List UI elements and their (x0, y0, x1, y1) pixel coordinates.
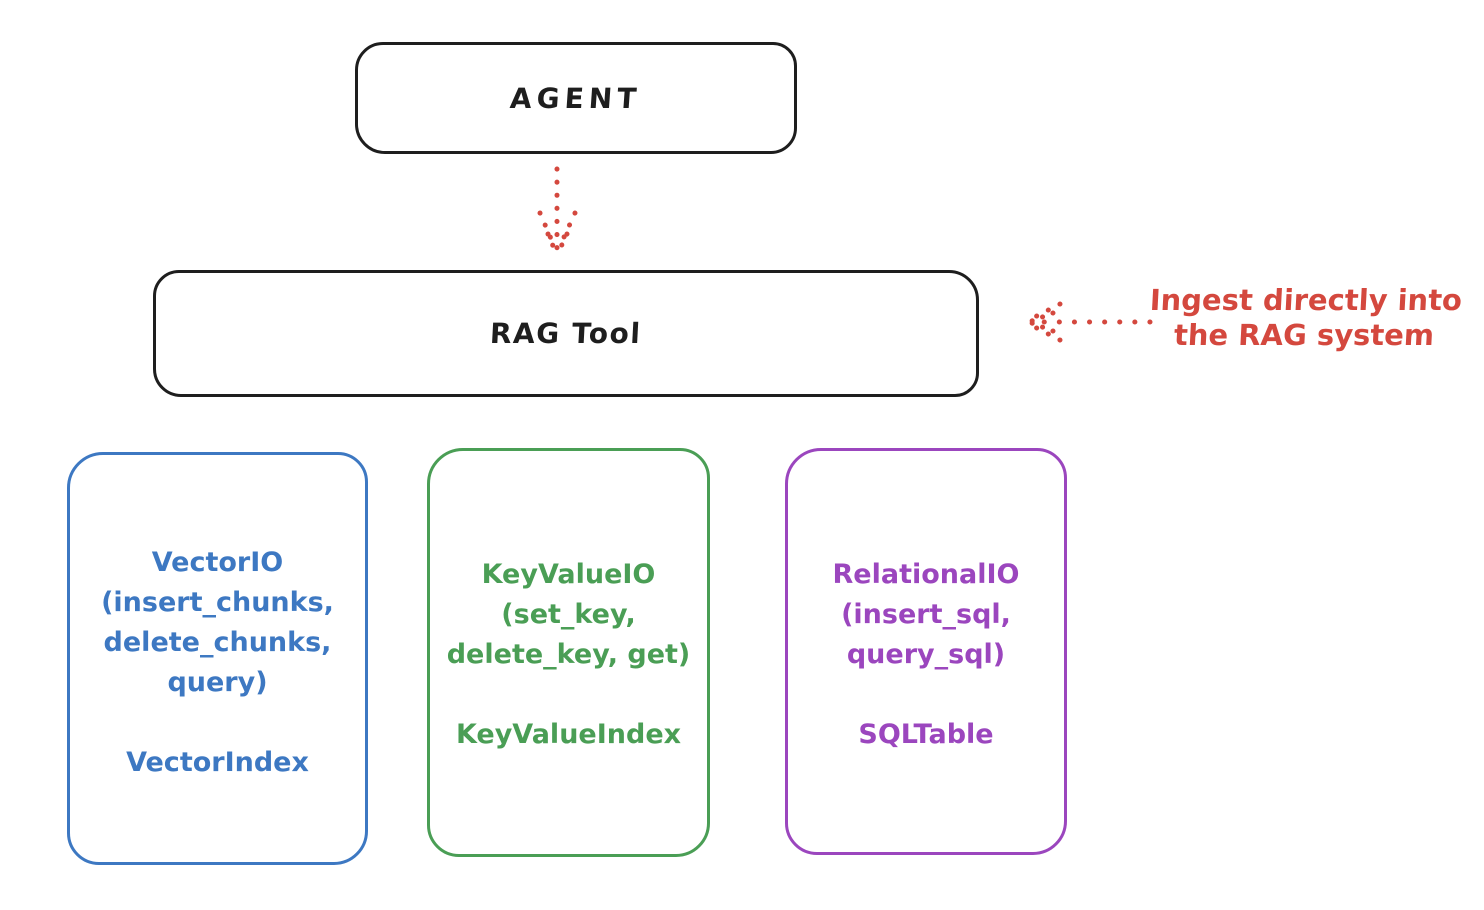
rag-tool-label: RAG Tool (489, 317, 643, 350)
relational-io-args2: query_sql) (846, 639, 1006, 670)
vector-io-args3: query) (167, 667, 268, 698)
keyvalue-io-args1: (set_key, (501, 599, 636, 630)
spacer (788, 675, 1064, 715)
ingest-annotation-line2: the RAG system (1173, 318, 1436, 352)
vector-index-label: VectorIndex (126, 747, 309, 778)
vector-io-box: VectorIO (insert_chunks, delete_chunks, … (67, 452, 368, 865)
vector-io-args1: (insert_chunks, (101, 587, 334, 618)
keyvalue-io-args2: delete_key, get) (446, 639, 691, 670)
relational-io-args1: (insert_sql, (841, 599, 1011, 630)
vector-io-title: VectorIO (151, 547, 284, 578)
ingest-annotation: Ingest directly into the RAG system (1124, 283, 1484, 353)
keyvalue-io-box: KeyValueIO (set_key, delete_key, get) Ke… (427, 448, 710, 857)
agent-box: AGENT (355, 42, 797, 154)
relational-io-box: RelationalIO (insert_sql, query_sql) SQL… (785, 448, 1067, 855)
keyvalue-index-label: KeyValueIndex (455, 719, 682, 750)
spacer (70, 703, 365, 743)
ingest-annotation-line1: Ingest directly into (1148, 283, 1463, 317)
agent-to-ragtool-arrow (537, 166, 578, 256)
rag-tool-box: RAG Tool (153, 270, 979, 397)
agent-label: AGENT (509, 81, 643, 115)
vector-io-args2: delete_chunks, (103, 627, 332, 658)
spacer (430, 675, 707, 715)
sql-table-label: SQLTable (858, 719, 994, 750)
relational-io-title: RelationalIO (832, 559, 1020, 590)
keyvalue-io-title: KeyValueIO (481, 559, 656, 590)
